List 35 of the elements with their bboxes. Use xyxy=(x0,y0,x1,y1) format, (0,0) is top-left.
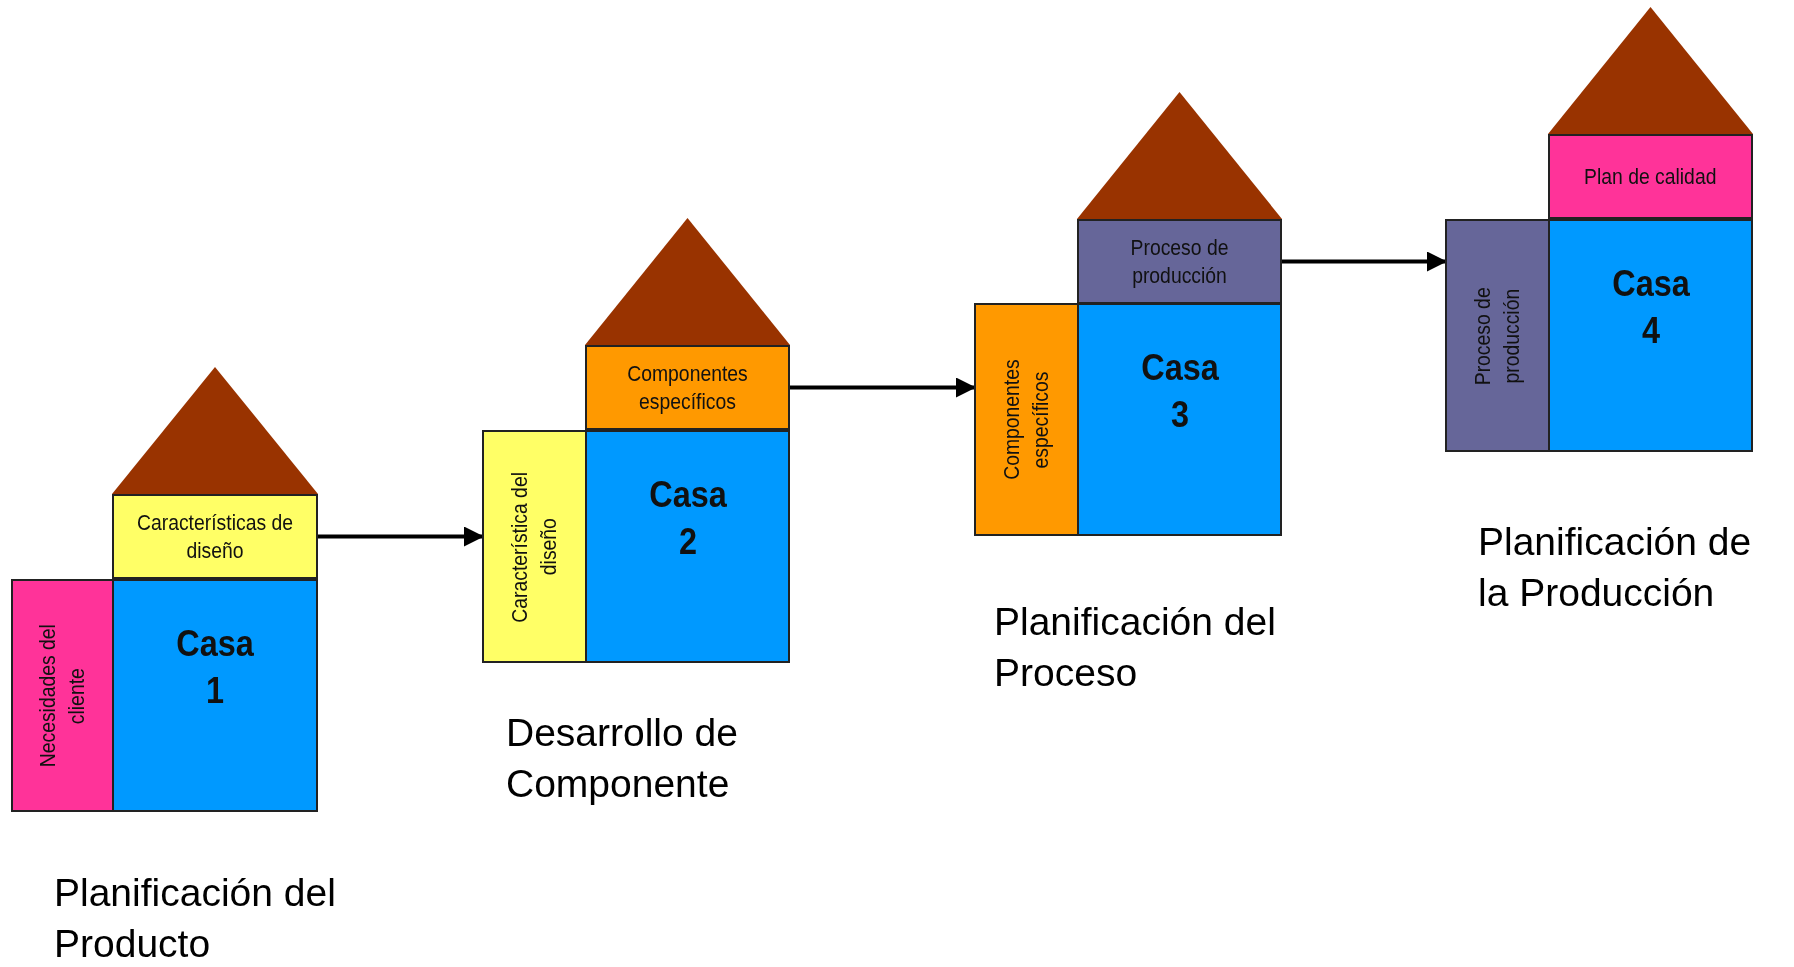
roof-triangle xyxy=(1548,7,1753,134)
side-box xyxy=(1445,219,1550,452)
box-label: Proceso de producción xyxy=(1129,234,1230,289)
roof-triangle xyxy=(112,367,318,494)
box-label: Componentes específicos xyxy=(626,360,749,415)
stage-caption: Planificación del Producto xyxy=(54,870,337,967)
side-box xyxy=(11,579,114,812)
box-label: Característica del diseño xyxy=(505,470,562,624)
house-title: Casa 2 xyxy=(647,473,728,564)
side-box xyxy=(974,303,1079,536)
house-title: Casa 1 xyxy=(175,622,255,713)
roof-triangle xyxy=(585,218,790,345)
house-title: Casa 3 xyxy=(1139,346,1220,437)
stage-caption: Desarrollo de Componente xyxy=(506,710,739,807)
house-box xyxy=(585,430,790,663)
roof-triangle xyxy=(1077,92,1282,219)
box-label: Componentes específicos xyxy=(997,358,1054,482)
stage-caption: Planificación del Proceso xyxy=(994,599,1277,696)
house-box xyxy=(1548,219,1753,452)
header-box xyxy=(585,345,790,430)
house-title: Casa 4 xyxy=(1610,262,1691,353)
box-label: Plan de calidad xyxy=(1584,162,1717,191)
stage-caption: Planificación de la Producción xyxy=(1478,519,1753,616)
header-box xyxy=(1548,134,1753,219)
box-label: Características de diseño xyxy=(136,509,294,564)
header-box xyxy=(1077,219,1282,304)
arrow xyxy=(790,377,976,398)
box-label: Proceso de producción xyxy=(1468,285,1525,387)
arrow xyxy=(1282,251,1447,272)
box-label: Necesidades del cliente xyxy=(33,622,90,770)
house-box xyxy=(112,579,318,812)
arrow xyxy=(318,526,484,547)
side-box xyxy=(482,430,587,663)
house-box xyxy=(1077,303,1282,536)
header-box xyxy=(112,494,318,579)
